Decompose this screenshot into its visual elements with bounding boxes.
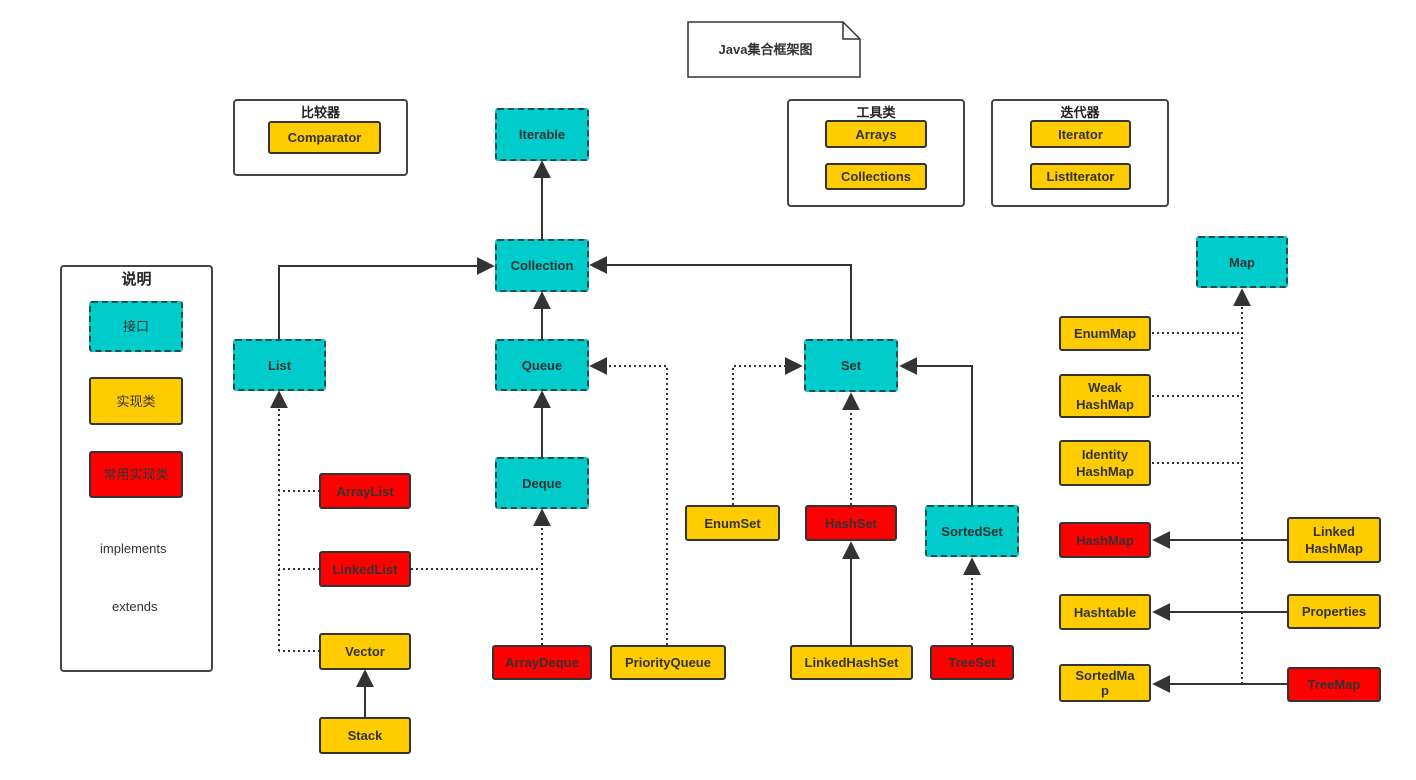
node-iterable[interactable]: Iterable — [495, 108, 589, 161]
node-sortedmap[interactable]: SortedMa p — [1059, 664, 1151, 702]
node-queue[interactable]: Queue — [495, 339, 589, 391]
node-arraydeque[interactable]: ArrayDeque — [492, 645, 592, 680]
legend-extends-label: extends — [110, 599, 160, 614]
node-arrays[interactable]: Arrays — [825, 120, 927, 148]
node-identityhashmap[interactable]: Identity HashMap — [1059, 440, 1151, 486]
node-enummap[interactable]: EnumMap — [1059, 316, 1151, 351]
node-deque[interactable]: Deque — [495, 457, 589, 509]
edge-priorityqueue-queue — [589, 357, 668, 645]
node-arraylist[interactable]: ArrayList — [319, 473, 411, 509]
node-collections[interactable]: Collections — [825, 163, 927, 190]
diagram-title: Java集合框架图 — [718, 42, 813, 57]
node-properties[interactable]: Properties — [1287, 594, 1381, 629]
edge-list-collection — [278, 257, 495, 340]
node-map[interactable]: Map — [1196, 236, 1288, 288]
iterator-panel: 迭代器 — [991, 99, 1169, 207]
legend-impl: 实现类 — [89, 377, 183, 425]
legend-common-impl: 常用实现类 — [89, 451, 183, 498]
legend-implements-label: implements — [98, 541, 169, 556]
node-comparator[interactable]: Comparator — [268, 121, 381, 154]
node-stack[interactable]: Stack — [319, 717, 411, 754]
node-treeset[interactable]: TreeSet — [930, 645, 1014, 680]
node-hashtable[interactable]: Hashtable — [1059, 594, 1151, 630]
node-hashmap[interactable]: HashMap — [1059, 522, 1151, 558]
node-linkedhashmap[interactable]: Linked HashMap — [1287, 517, 1381, 563]
node-enumset[interactable]: EnumSet — [685, 505, 780, 541]
node-linkedhashset[interactable]: LinkedHashSet — [790, 645, 913, 680]
node-iterator[interactable]: Iterator — [1030, 120, 1131, 148]
node-hashset[interactable]: HashSet — [805, 505, 897, 541]
node-vector[interactable]: Vector — [319, 633, 411, 670]
edge-set-collection — [589, 256, 852, 340]
node-listiterator[interactable]: ListIterator — [1030, 163, 1131, 190]
edge-linkedlist-deque — [411, 508, 551, 570]
comparator-panel-title: 比较器 — [300, 105, 340, 120]
legend-interface: 接口 — [89, 301, 183, 352]
node-set[interactable]: Set — [804, 339, 898, 392]
title-note-shape — [687, 21, 861, 78]
node-weakhashmap[interactable]: Weak HashMap — [1059, 374, 1151, 418]
node-linkedlist[interactable]: LinkedList — [319, 551, 411, 587]
legend-title: 说明 — [121, 271, 152, 288]
iterator-panel-title: 迭代器 — [1060, 105, 1100, 120]
node-list[interactable]: List — [233, 339, 326, 391]
node-sortedset[interactable]: SortedSet — [925, 505, 1019, 557]
tools-panel: 工具类 — [787, 99, 965, 207]
node-treemap[interactable]: TreeMap — [1287, 667, 1381, 702]
tools-panel-title: 工具类 — [856, 105, 896, 120]
node-collection[interactable]: Collection — [495, 239, 589, 292]
edge-enumset-set — [732, 357, 803, 505]
node-priorityqueue[interactable]: PriorityQueue — [610, 645, 726, 680]
edge-sortedset-set — [899, 357, 973, 505]
